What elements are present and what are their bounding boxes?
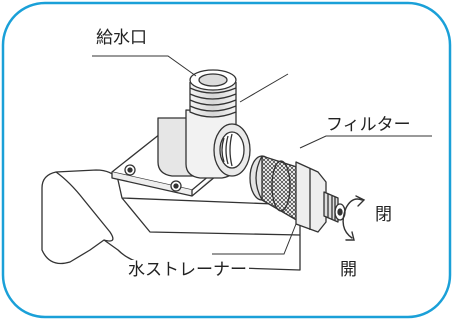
label-water-strainer: 水ストレーナー xyxy=(126,260,249,280)
filter-assembly xyxy=(249,155,346,233)
label-close: 閉 xyxy=(375,205,392,225)
inlet-thread xyxy=(189,69,237,118)
leader-lines xyxy=(92,55,432,255)
tank-body xyxy=(41,169,301,271)
label-filter: フィルター xyxy=(326,115,411,135)
rotation-arrow xyxy=(342,195,366,241)
tee-fitting xyxy=(157,109,251,179)
label-open: 開 xyxy=(340,260,357,280)
label-water-inlet: 給水口 xyxy=(96,28,147,48)
